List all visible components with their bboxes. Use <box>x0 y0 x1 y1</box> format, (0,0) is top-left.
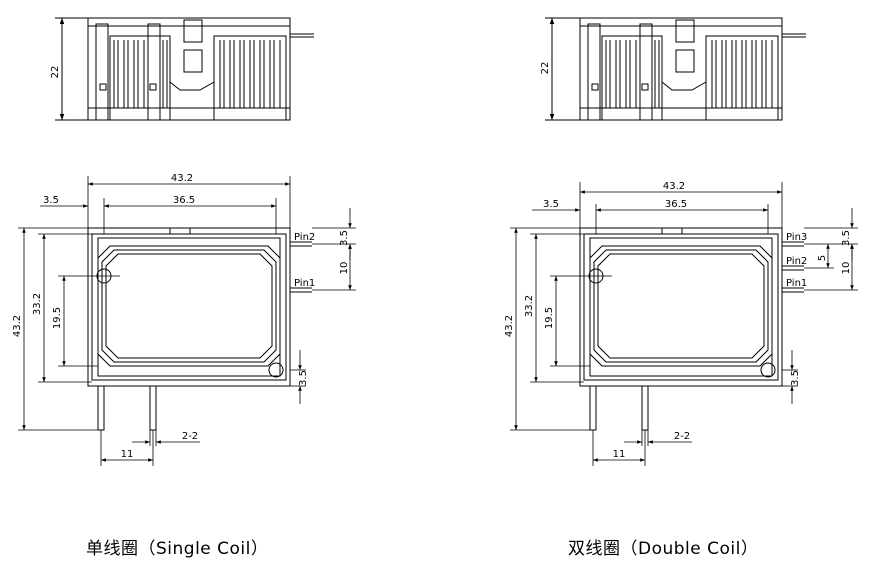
double-body-height-dim: 33.2 <box>524 295 535 317</box>
single-total-height-dim: 43.2 <box>12 315 23 337</box>
double-pin-label: Pin3 <box>786 232 807 243</box>
double-pin-pitch-dim: 11 <box>613 449 626 460</box>
single-side-view <box>55 18 314 120</box>
double-side-view <box>545 18 806 120</box>
double-hole-height-dim: 19.5 <box>544 307 555 329</box>
double-width-dim: 43.2 <box>663 181 685 192</box>
double-height-dim: 22 <box>540 62 551 75</box>
single-top-pin-dim: 3.5 <box>339 230 350 246</box>
single-front-view <box>88 228 312 430</box>
double-inner-width-dim: 36.5 <box>665 199 687 210</box>
double-pin-label: Pin2 <box>786 256 807 267</box>
single-pin-size-dim: 2-2 <box>182 431 198 442</box>
single-bottom-pin-dim: 3.5 <box>298 370 309 386</box>
single-dimensions <box>18 176 356 466</box>
double-pin-mid-dim: 5 <box>817 255 828 261</box>
single-coil-caption: 单线圈（Single Coil） <box>86 539 269 559</box>
single-labels: 22 43.2 36.5 3.5 43.2 33.2 19.5 3.5 10 3… <box>12 66 350 460</box>
double-top-pin-dim: 3.5 <box>841 230 852 246</box>
double-front-view <box>580 228 804 430</box>
double-pin-label: Pin1 <box>786 278 807 289</box>
double-labels: 22 43.2 36.5 3.5 43.2 33.2 19.5 3.5 10 5… <box>504 62 852 460</box>
single-pin-label: Pin1 <box>294 278 315 289</box>
single-hole-height-dim: 19.5 <box>52 307 63 329</box>
double-coil-caption: 双线圈（Double Coil） <box>568 539 759 559</box>
single-pin-pitch-dim: 11 <box>121 449 134 460</box>
double-pin-size-dim: 2-2 <box>674 431 690 442</box>
single-coil-drawing <box>18 18 356 466</box>
double-coil-drawing <box>510 18 858 466</box>
single-pin-label: Pin2 <box>294 232 315 243</box>
single-left-offset-dim: 3.5 <box>43 195 59 206</box>
single-inner-width-dim: 36.5 <box>173 195 195 206</box>
double-pin-gap-dim: 10 <box>841 262 852 275</box>
single-width-dim: 43.2 <box>171 173 193 184</box>
double-dimensions <box>510 182 858 466</box>
single-pin-gap-dim: 10 <box>339 262 350 275</box>
single-body-height-dim: 33.2 <box>32 293 43 315</box>
single-height-dim: 22 <box>50 66 61 79</box>
double-bottom-pin-dim: 3.5 <box>790 370 801 386</box>
double-left-offset-dim: 3.5 <box>543 199 559 210</box>
double-total-height-dim: 43.2 <box>504 315 515 337</box>
